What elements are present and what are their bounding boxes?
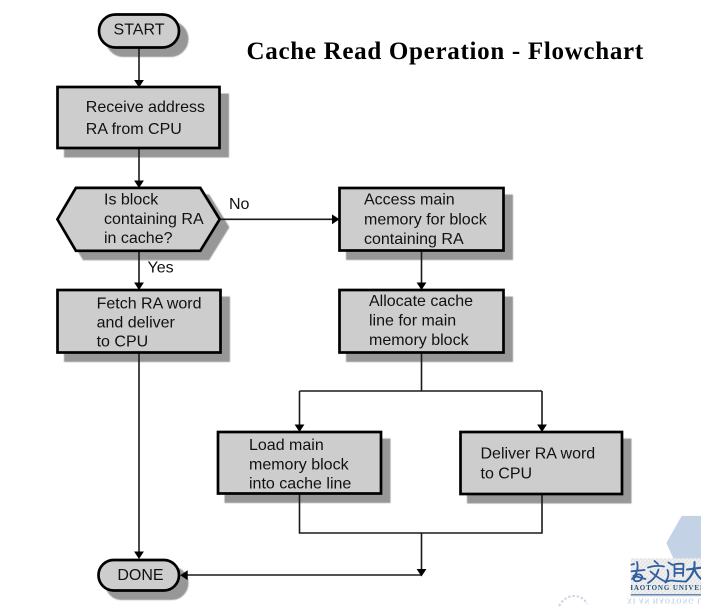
svg-text:Deliver RA word: Deliver RA word (481, 446, 596, 463)
svg-text:memory block: memory block (249, 456, 350, 473)
svg-text:DONE: DONE (117, 567, 163, 584)
svg-text:to CPU: to CPU (481, 466, 533, 483)
svg-text:Allocate cache: Allocate cache (369, 293, 473, 310)
svg-text:START: START (114, 22, 165, 39)
svg-text:XI AN HAOTONG UNIVERSIT: XI AN HAOTONG UNIVERSIT (627, 597, 701, 604)
svg-text:Receive address: Receive address (86, 99, 205, 116)
svg-text:Load main: Load main (249, 437, 324, 454)
svg-text:Fetch RA word: Fetch RA word (97, 296, 202, 313)
svg-text:RA from CPU: RA from CPU (86, 121, 182, 138)
svg-text:memory block: memory block (369, 332, 470, 349)
svg-text:to CPU: to CPU (97, 333, 149, 350)
svg-text:containing RA: containing RA (104, 211, 204, 228)
svg-text:HAOTONG UNIVER: HAOTONG UNIVER (628, 584, 701, 592)
svg-text:containing RA: containing RA (364, 231, 464, 248)
svg-text:memory for block: memory for block (364, 211, 488, 228)
svg-text:and deliver: and deliver (97, 315, 176, 332)
svg-text:Yes: Yes (148, 259, 174, 276)
svg-text:line for main: line for main (369, 313, 456, 330)
svg-text:Access main: Access main (364, 191, 455, 208)
svg-text:Is block: Is block (104, 192, 159, 209)
svg-text:Cache Read Operation - Flowcha: Cache Read Operation - Flowchart (247, 38, 644, 65)
svg-text:No: No (229, 196, 250, 213)
svg-text:in cache?: in cache? (104, 230, 173, 247)
svg-text:into cache line: into cache line (249, 475, 351, 492)
